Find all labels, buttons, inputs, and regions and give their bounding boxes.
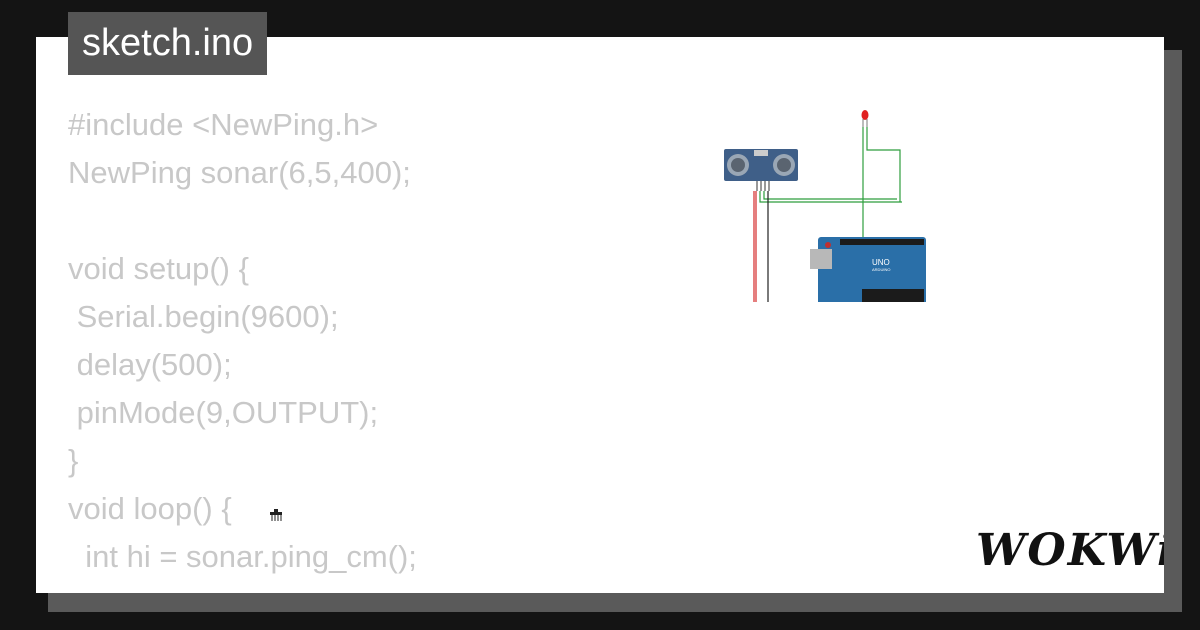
project-card[interactable]: #include <NewPing.h> NewPing sonar(6,5,40… — [36, 37, 1164, 593]
page-title: sketch.ino — [68, 12, 268, 75]
code-line: int hi = sonar.ping_cm(); — [68, 539, 417, 574]
arduino-uno-icon: UNO ARDUINO — [810, 237, 926, 302]
ultrasonic-sensor-icon — [724, 149, 798, 191]
code-line: NewPing sonar(6,5,400); — [68, 155, 411, 190]
circuit-diagram: UNO ARDUINO — [724, 110, 926, 302]
code-line: delay(500); — [68, 347, 232, 382]
wokwi-logo: WOKWi — [976, 525, 1164, 576]
code-line: #include <NewPing.h> — [68, 107, 379, 142]
board-label: UNO — [872, 258, 890, 267]
code-preview: #include <NewPing.h> NewPing sonar(6,5,40… — [68, 101, 441, 593]
mouse-cursor-icon — [270, 509, 282, 521]
code-line — [68, 197, 441, 245]
code-line: void loop() { — [68, 491, 232, 526]
code-line: pinMode(9,OUTPUT); — [68, 395, 379, 430]
led-icon — [861, 110, 869, 127]
code-line: } — [68, 443, 79, 478]
board-brand: ARDUINO — [872, 267, 890, 272]
code-line: void setup() { — [68, 251, 249, 286]
code-line: Serial.begin(9600); — [68, 299, 339, 334]
code-line: Serial.print("Distance = "); — [68, 581, 440, 593]
